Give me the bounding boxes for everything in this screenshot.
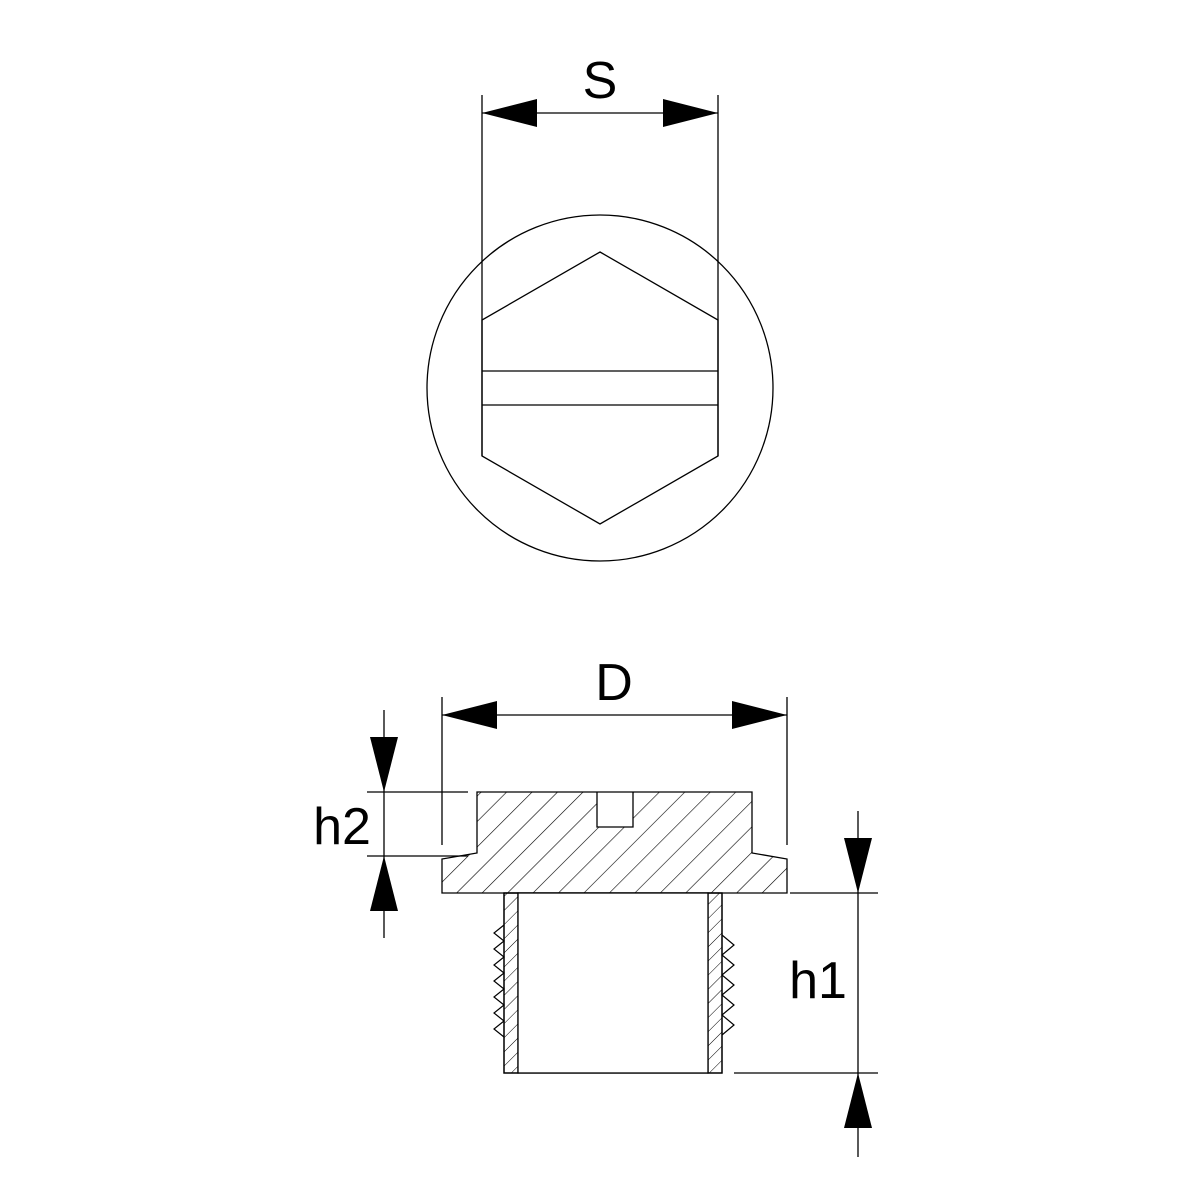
- h2-arrow-bottom: [370, 856, 398, 911]
- s-label: S: [583, 52, 618, 110]
- s-arrow-left: [482, 99, 537, 127]
- shank-wall-left: [503, 892, 519, 1074]
- s-arrow-right: [663, 99, 718, 127]
- thread-right: [721, 934, 735, 1036]
- outer-collar-circle: [426, 214, 774, 562]
- dimension-h2: h2: [313, 710, 468, 938]
- h2-arrow-top: [370, 737, 398, 792]
- dimension-d: D: [441, 654, 788, 845]
- thread-left: [493, 924, 505, 1038]
- h1-arrow-top: [844, 838, 872, 893]
- d-arrow-left: [442, 701, 497, 729]
- hex-head-outline: [481, 251, 719, 525]
- h2-label: h2: [313, 798, 371, 856]
- h1-label: h1: [789, 952, 847, 1010]
- h1-arrow-bottom: [844, 1073, 872, 1128]
- d-label: D: [595, 654, 633, 712]
- dimension-h1: h1: [734, 811, 878, 1157]
- head-section: [441, 791, 788, 894]
- shank-wall-right: [707, 892, 723, 1074]
- dimension-s: S: [481, 52, 719, 456]
- d-arrow-right: [732, 701, 787, 729]
- bore-outline: [517, 892, 709, 1074]
- section-view: [441, 791, 788, 1074]
- top-view: [426, 214, 774, 562]
